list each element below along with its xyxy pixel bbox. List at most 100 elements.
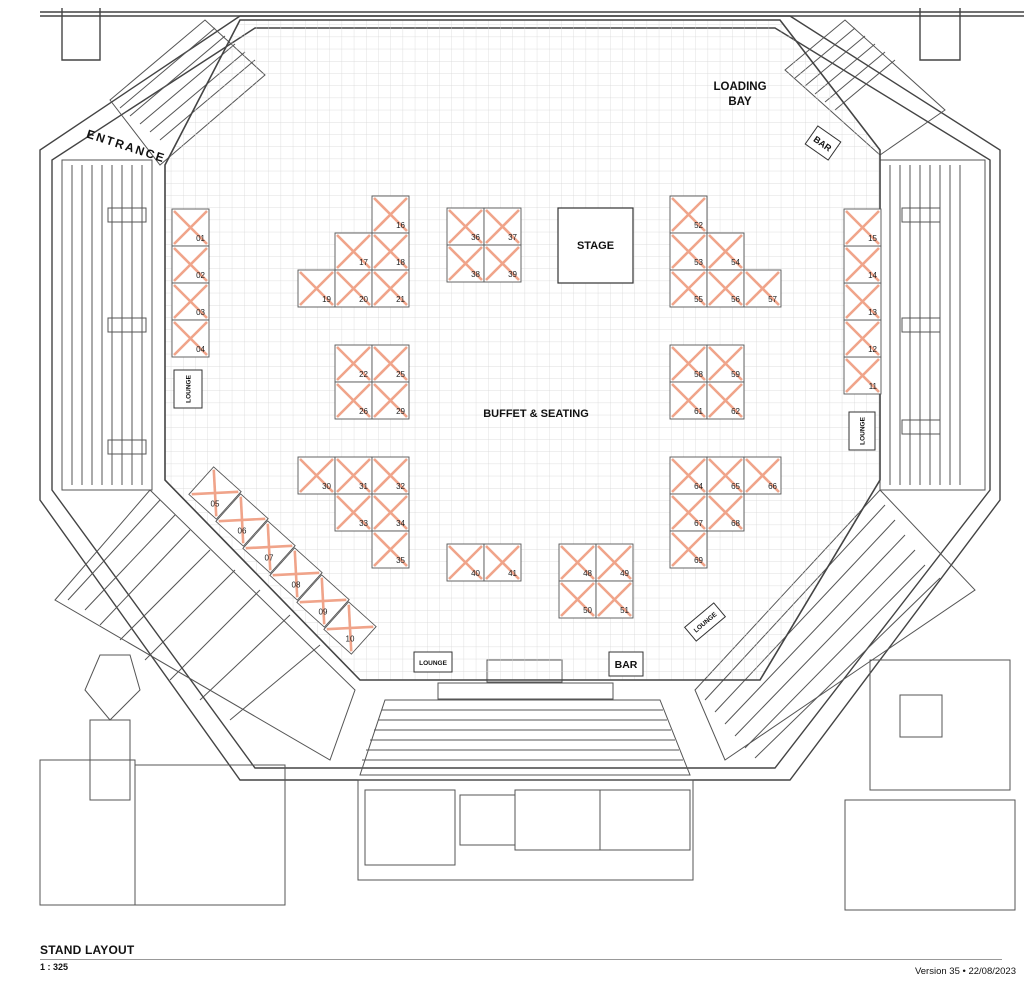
lounge-left — [173, 369, 203, 409]
stand-05: 05 — [188, 466, 242, 520]
stand-12: 12 — [843, 319, 882, 358]
stand-number: 58 — [694, 370, 703, 379]
stand-number: 05 — [211, 500, 220, 509]
stand-06: 06 — [215, 493, 269, 547]
stand-number: 61 — [694, 407, 703, 416]
plan-title: STAND LAYOUT — [40, 943, 135, 957]
stand-03: 03 — [171, 282, 210, 321]
stand-number: 22 — [359, 370, 368, 379]
stand-number: 49 — [620, 569, 629, 578]
building-walls — [39, 8, 1024, 781]
stand-34: 34 — [371, 493, 410, 532]
stand-26: 26 — [334, 381, 373, 420]
stand-number: 65 — [731, 482, 740, 491]
bar-bottom-label: BAR — [615, 659, 638, 671]
stand-52: 52 — [669, 195, 708, 234]
stand-19: 19 — [297, 269, 336, 308]
stand-number: 39 — [508, 270, 517, 279]
stand-number: 55 — [694, 295, 703, 304]
stand-30: 30 — [297, 456, 336, 495]
stand-number: 36 — [471, 233, 480, 242]
stand-02: 02 — [171, 245, 210, 284]
stand-number: 29 — [396, 407, 405, 416]
lounge-right — [848, 411, 876, 451]
stand-number: 33 — [359, 519, 368, 528]
stand-number: 35 — [396, 556, 405, 565]
stand-number: 62 — [731, 407, 740, 416]
stand-number: 25 — [396, 370, 405, 379]
stand-41: 41 — [483, 543, 522, 582]
stand-number: 09 — [319, 608, 328, 617]
stand-number: 66 — [768, 482, 777, 491]
buffet-seating-label: BUFFET & SEATING — [483, 408, 589, 420]
stand-number: 17 — [359, 258, 368, 267]
stand-64: 64 — [669, 456, 708, 495]
stand-number: 40 — [471, 569, 480, 578]
stand-61: 61 — [669, 381, 708, 420]
stand-number: 41 — [508, 569, 517, 578]
stand-18: 18 — [371, 232, 410, 271]
stand-number: 18 — [396, 258, 405, 267]
stand-number: 11 — [869, 382, 878, 391]
stand-67: 67 — [669, 493, 708, 532]
stand-53: 53 — [669, 232, 708, 271]
stage — [557, 207, 634, 284]
stand-number: 68 — [731, 519, 740, 528]
stand-57: 57 — [743, 269, 782, 308]
stand-11: 11 — [843, 356, 882, 395]
stand-62: 62 — [706, 381, 745, 420]
stand-54: 54 — [706, 232, 745, 271]
stand-number: 06 — [238, 527, 247, 536]
stand-09: 09 — [296, 574, 350, 628]
stand-20: 20 — [334, 269, 373, 308]
lounge-bottom-left — [413, 651, 453, 673]
stand-number: 02 — [196, 271, 205, 280]
stand-number: 32 — [396, 482, 405, 491]
stand-number: 37 — [508, 233, 517, 242]
stand-15: 15 — [843, 208, 882, 247]
stand-31: 31 — [334, 456, 373, 495]
stand-07: 07 — [242, 520, 296, 574]
stand-number: 26 — [359, 407, 368, 416]
stand-68: 68 — [706, 493, 745, 532]
bar-bottom — [608, 651, 644, 677]
stand-number: 12 — [868, 345, 877, 354]
stand-number: 01 — [196, 234, 205, 243]
service-rooms — [39, 654, 1016, 911]
seating-tier-right — [879, 159, 986, 491]
stand-16: 16 — [371, 195, 410, 234]
lounge-bottom-left-label: LOUNGE — [419, 660, 447, 667]
stand-21: 21 — [371, 269, 410, 308]
loading-bay-label-line1: LOADING — [713, 81, 766, 93]
stand-number: 38 — [471, 270, 480, 279]
stand-number: 31 — [359, 482, 368, 491]
stand-36: 36 — [446, 207, 485, 246]
stand-10: 10 — [323, 601, 377, 655]
stand-number: 67 — [694, 519, 703, 528]
stand-40: 40 — [446, 543, 485, 582]
stand-65: 65 — [706, 456, 745, 495]
stand-number: 54 — [731, 258, 740, 267]
stand-56: 56 — [706, 269, 745, 308]
stand-number: 20 — [359, 295, 368, 304]
stand-04: 04 — [171, 319, 210, 358]
stand-number: 51 — [620, 606, 629, 615]
stand-35: 35 — [371, 530, 410, 569]
stand-number: 21 — [396, 295, 405, 304]
stage-label: STAGE — [577, 240, 614, 252]
stand-14: 14 — [843, 245, 882, 284]
stand-number: 52 — [694, 221, 703, 230]
stand-number: 13 — [868, 308, 877, 317]
stand-number: 48 — [583, 569, 592, 578]
loading-bay-label-line2: BAY — [728, 96, 752, 108]
stand-38: 38 — [446, 244, 485, 283]
stand-50: 50 — [558, 580, 597, 619]
stand-58: 58 — [669, 344, 708, 383]
stand-number: 64 — [694, 482, 703, 491]
stand-number: 04 — [196, 345, 205, 354]
stand-32: 32 — [371, 456, 410, 495]
stand-66: 66 — [743, 456, 782, 495]
stand-number: 03 — [196, 308, 205, 317]
stand-number: 14 — [868, 271, 877, 280]
